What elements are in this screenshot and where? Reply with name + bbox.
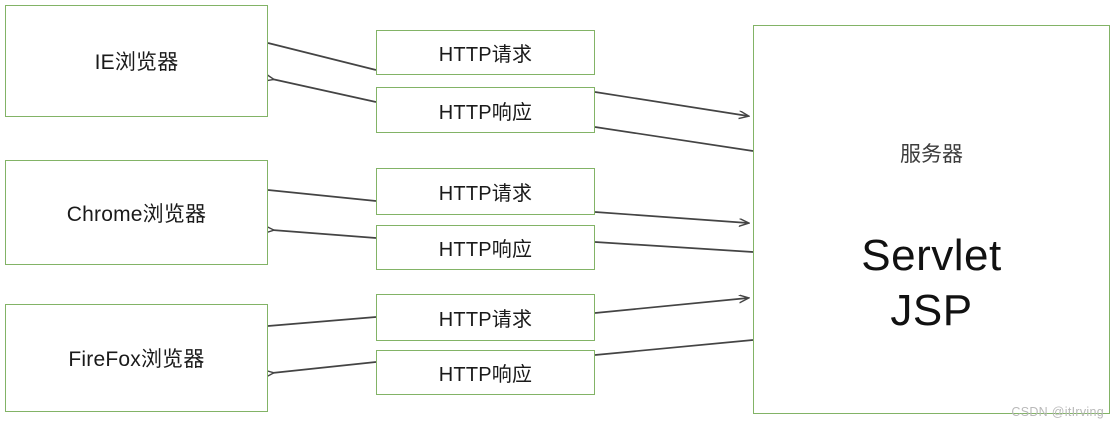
line-client1-to-request xyxy=(267,42,377,71)
client-label-chrome: Chrome浏览器 xyxy=(66,202,207,226)
client-label-ie: IE浏览器 xyxy=(94,51,179,74)
http-response-label-3: HTTP响应 xyxy=(438,364,533,386)
line-request2-to-server xyxy=(594,211,748,223)
line-request3-to-server xyxy=(594,298,748,314)
server-tech-jsp: JSP xyxy=(890,286,973,335)
http-request-label-3: HTTP请求 xyxy=(438,309,533,331)
server-tech-servlet: Servlet xyxy=(861,231,1002,280)
http-request-label-1: HTTP请求 xyxy=(438,44,533,66)
client-box-ie[interactable]: IE浏览器 xyxy=(5,5,268,117)
http-response-box-3[interactable]: HTTP响应 xyxy=(376,350,595,395)
http-request-label-2: HTTP请求 xyxy=(438,183,533,205)
client-box-firefox[interactable]: FireFox浏览器 xyxy=(5,304,268,412)
line-response1-to-client xyxy=(272,79,377,103)
server-label: 服务器 xyxy=(900,142,963,166)
http-response-box-2[interactable]: HTTP响应 xyxy=(376,225,595,270)
line-server-to-response1 xyxy=(594,126,754,152)
http-response-label-2: HTTP响应 xyxy=(438,239,533,261)
server-box[interactable]: 服务器 Servlet JSP xyxy=(753,25,1110,414)
http-response-label-1: HTTP响应 xyxy=(438,101,533,124)
line-response2-to-client xyxy=(272,230,377,239)
line-response3-to-client xyxy=(272,361,377,373)
watermark: CSDN @itIrving xyxy=(1011,405,1104,419)
line-client2-to-request xyxy=(267,189,377,202)
line-request1-to-server xyxy=(594,91,748,116)
http-response-box-1[interactable]: HTTP响应 xyxy=(376,87,595,133)
http-request-box-2[interactable]: HTTP请求 xyxy=(376,168,595,215)
line-server-to-response2 xyxy=(594,241,754,253)
line-client3-to-request xyxy=(267,316,377,327)
client-label-firefox: FireFox浏览器 xyxy=(68,348,205,371)
line-server-to-response3 xyxy=(594,339,754,356)
client-box-chrome[interactable]: Chrome浏览器 xyxy=(5,160,268,265)
http-request-box-1[interactable]: HTTP请求 xyxy=(376,30,595,75)
http-request-box-3[interactable]: HTTP请求 xyxy=(376,294,595,341)
